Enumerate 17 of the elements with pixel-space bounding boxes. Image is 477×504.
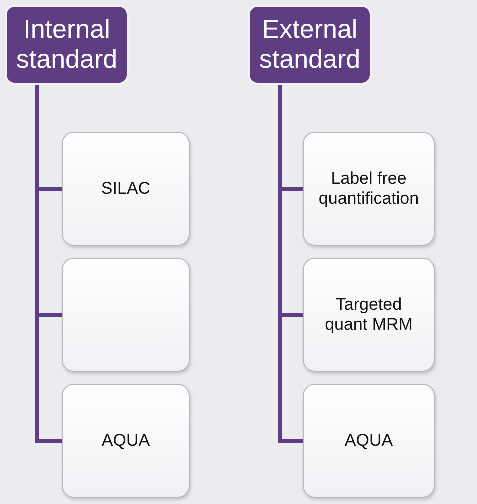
header-box — [248, 5, 372, 85]
node-label: SILAC — [101, 178, 151, 200]
connector-line — [278, 85, 303, 443]
process-box — [62, 258, 190, 372]
node-label: AQUA — [344, 430, 394, 452]
header-label: Internal standard — [15, 15, 119, 75]
header-label: External standard — [258, 15, 362, 75]
node-label: Label free quantification — [318, 168, 420, 210]
process-box — [303, 258, 435, 372]
process-box — [62, 132, 190, 246]
node-label: Targeted quant MRM — [324, 294, 414, 336]
connector-line — [35, 85, 62, 443]
process-box — [62, 384, 190, 498]
node-label: AQUA — [102, 430, 150, 452]
header-box — [5, 5, 129, 85]
process-box — [303, 132, 435, 246]
process-box — [303, 384, 435, 498]
